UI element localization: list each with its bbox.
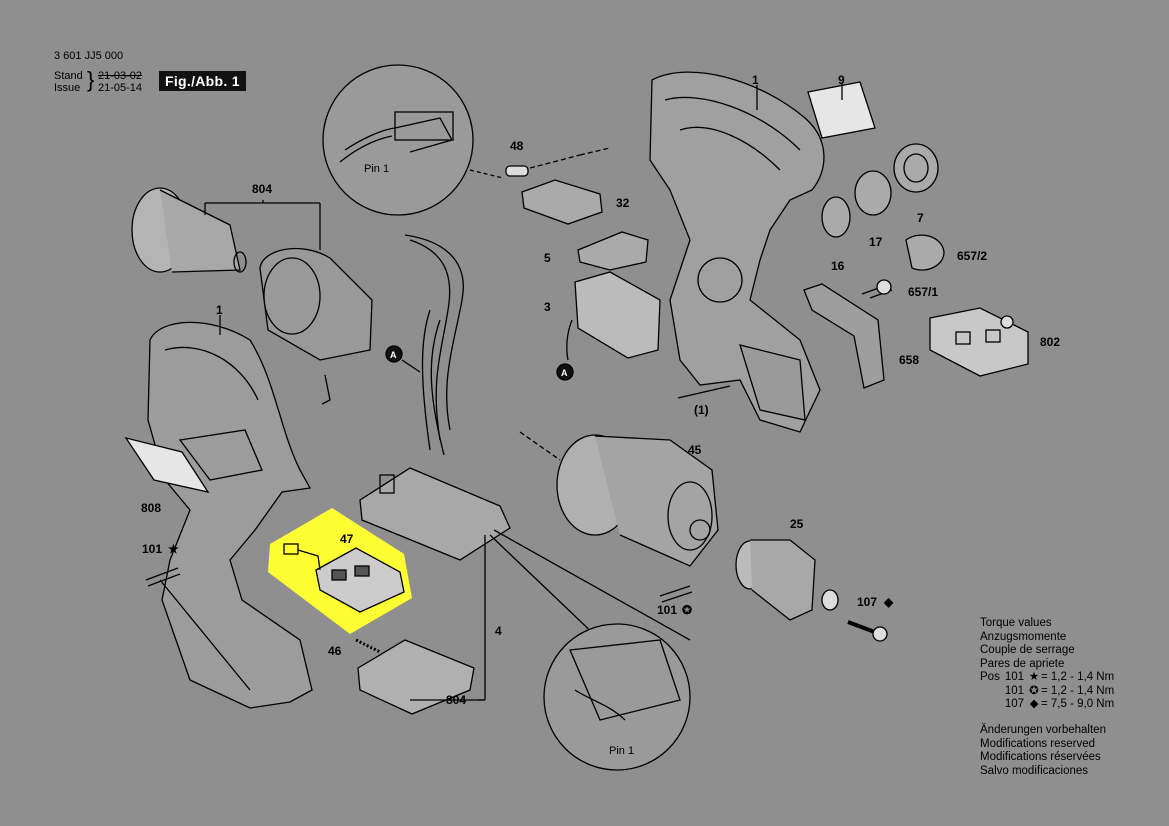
circled-star-symbol-101: ✪ [682, 603, 693, 617]
issue-date: 21-05-14 [98, 82, 143, 94]
document-number: 3 601 JJ5 000 [54, 50, 124, 62]
part-46 [355, 638, 381, 654]
label-part-1-right: 1 [752, 73, 759, 87]
part-3 [574, 271, 661, 359]
torque-pos: 101 [1004, 684, 1024, 697]
label-part-p1: (1) [694, 403, 709, 417]
star-symbol-101: ★ [168, 542, 179, 556]
part-658 [929, 307, 1029, 377]
label-part-47: 47 [340, 532, 354, 546]
star-icon: ★ [1028, 671, 1040, 683]
torque-value: = 7,5 - 9,0 Nm [1041, 698, 1115, 710]
torque-pos: 107 [1004, 698, 1024, 710]
part-47 [283, 543, 405, 613]
diamond-symbol-107: ◆ [883, 595, 894, 609]
marker-a-switch-label: A [561, 368, 568, 378]
part-4 [359, 467, 511, 561]
modifications-es: Salvo modificaciones [980, 764, 1089, 777]
part-808 [124, 436, 210, 493]
label-part-45: 45 [688, 443, 702, 457]
label-part-657-1: 658 [899, 353, 919, 367]
label-part-48: 48 [510, 139, 524, 153]
part-17 [854, 170, 892, 216]
housing-half-right [649, 71, 825, 433]
pin-1-label-top: Pin 1 [364, 163, 389, 175]
label-part-101-star: 101 [142, 542, 162, 556]
label-part-808: 808 [141, 501, 161, 515]
stand-label: Stand [54, 70, 83, 82]
part-16 [821, 196, 851, 238]
magnifier-bottom [543, 623, 691, 771]
label-part-17: 17 [869, 235, 883, 249]
torque-row: 107 ◆ = 7,5 - 9,0 Nm [980, 698, 1114, 712]
modifications-fr: Modifications réservées [980, 751, 1101, 763]
label-part-9: 9 [838, 73, 845, 87]
part-804 [357, 639, 475, 715]
part-665 [905, 234, 945, 271]
circled-star-icon: ✪ [1029, 684, 1039, 697]
housing-half-left [147, 321, 313, 709]
diamond-icon: ◆ [1029, 698, 1039, 710]
label-part-657-2: 657/1 [908, 285, 938, 299]
label-part-107: 107 [857, 595, 877, 609]
label-part-46: 46 [328, 644, 342, 658]
label-part-5: 5 [544, 251, 551, 265]
part-101-star-screw [145, 567, 181, 587]
torque-row: 101 ✪ = 1,2 - 1,4 Nm [980, 685, 1114, 699]
figure-label: Fig./Abb. 1 [159, 71, 246, 91]
marker-a-switch [556, 363, 574, 381]
label-part-32: 32 [616, 196, 630, 210]
pin-1-label-bottom: Pin 1 [609, 745, 634, 757]
modifications-block: Änderungen vorbehalten Modifications res… [980, 724, 1106, 778]
torque-title-fr: Couple de serrage [980, 644, 1075, 656]
part-48 [505, 165, 529, 177]
part-7 [893, 143, 939, 193]
torque-title-es: Pares de apriete [980, 657, 1065, 670]
torque-title-de: Anzugsmomente [980, 630, 1067, 643]
modifications-de: Änderungen vorbehalten [980, 724, 1106, 736]
stand-date: 21-03-02 [98, 70, 143, 82]
modifications-en: Modifications reserved [980, 737, 1096, 750]
part-25 [735, 539, 839, 621]
label-part-1-left: 1 [216, 303, 223, 317]
part-802 [131, 187, 373, 405]
label-part-802: 804 [252, 182, 272, 196]
label-part-3: 3 [544, 300, 551, 314]
part-657-1 [803, 283, 885, 389]
part-9 [807, 81, 876, 139]
label-part-25: 25 [790, 517, 804, 531]
label-part-804: 804 [446, 693, 467, 707]
torque-title-en: Torque values [980, 617, 1052, 629]
marker-a-wires-label: A [390, 350, 397, 360]
label-part-665: 657/2 [957, 249, 987, 263]
torque-row: Pos 101 ★ = 1,2 - 1,4 Nm [980, 671, 1114, 685]
part-5 [577, 231, 649, 271]
label-part-101-circled: 101 [657, 603, 677, 617]
torque-values-block: Torque values Anzugsmomente Couple de se… [980, 617, 1114, 712]
torque-pos: 101 [1004, 671, 1024, 683]
label-part-4: 4 [495, 624, 502, 638]
torque-value: = 1,2 - 1,4 Nm [1041, 684, 1115, 697]
part-32 [521, 179, 603, 225]
label-part-7: 7 [917, 211, 924, 225]
part-45 [556, 434, 719, 567]
part-101-circled-screw [659, 585, 693, 603]
torque-value: = 1,2 - 1,4 Nm [1041, 671, 1115, 683]
issue-label: Issue [54, 82, 81, 94]
date-brace: } [87, 67, 95, 92]
label-part-16: 16 [831, 259, 845, 273]
torque-pos-label: Pos [980, 671, 1000, 683]
label-part-658: 802 [1040, 335, 1060, 349]
marker-a-wires [385, 345, 403, 363]
